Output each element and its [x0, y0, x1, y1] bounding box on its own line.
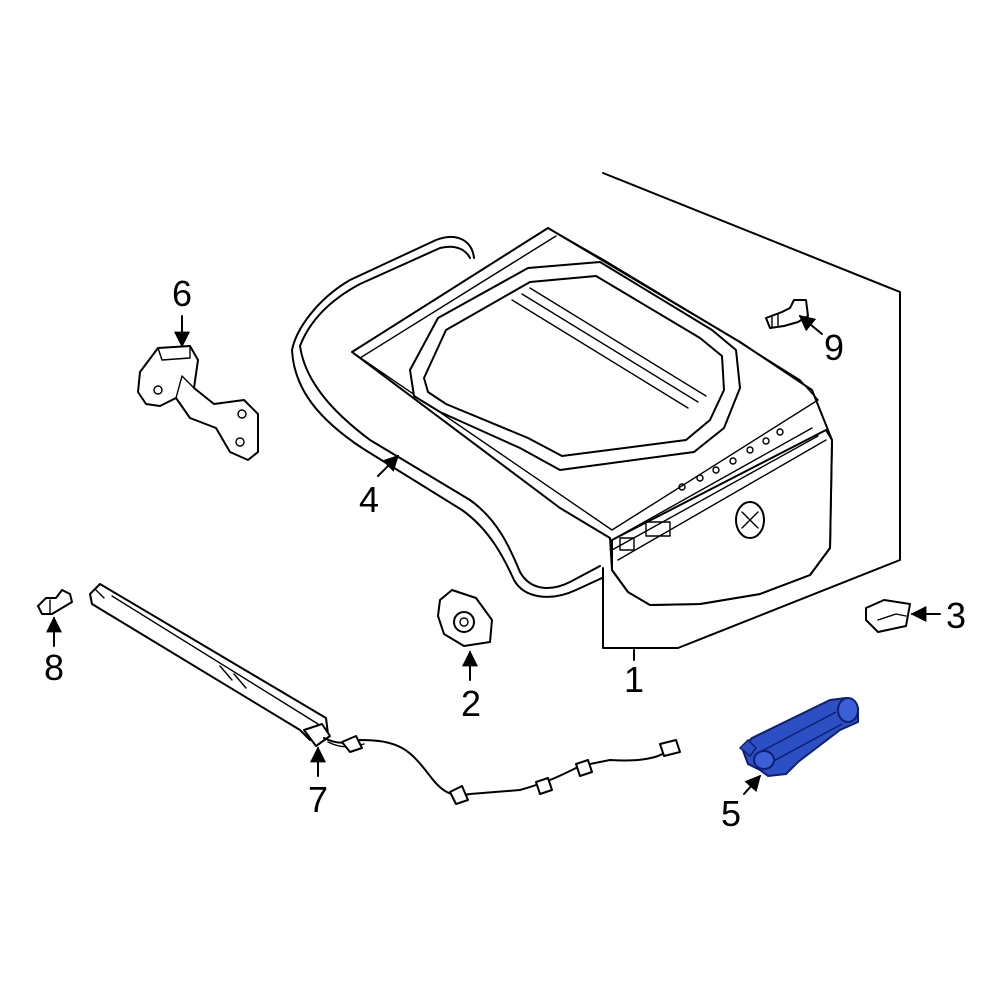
callout-9: 9	[824, 327, 844, 368]
part-3-bumper[interactable]	[865, 599, 911, 633]
callout-7: 7	[308, 779, 328, 820]
part-9-bolt[interactable]	[765, 299, 809, 329]
callout-3: 3	[946, 595, 966, 636]
part-8-pin[interactable]	[37, 589, 73, 615]
callout-1: 1	[624, 659, 644, 700]
callout-4: 4	[359, 479, 379, 520]
part-5-actuator-highlighted[interactable]	[738, 697, 859, 777]
part-7-lift-support[interactable]	[89, 583, 681, 805]
part-1-liftgate[interactable]	[351, 227, 833, 606]
leader-lines	[46, 314, 941, 795]
callout-6: 6	[172, 273, 192, 314]
part-6-hinge[interactable]	[137, 345, 259, 461]
callouts: 1 2 3 4 5 6 7 8 9	[44, 273, 966, 834]
part-2-striker[interactable]	[437, 589, 493, 647]
part-1-liftgate-outline	[602, 172, 901, 649]
callout-5: 5	[721, 793, 741, 834]
callout-2: 2	[461, 683, 481, 724]
callout-8: 8	[44, 647, 64, 688]
part-4-weatherstrip[interactable]	[291, 235, 603, 598]
